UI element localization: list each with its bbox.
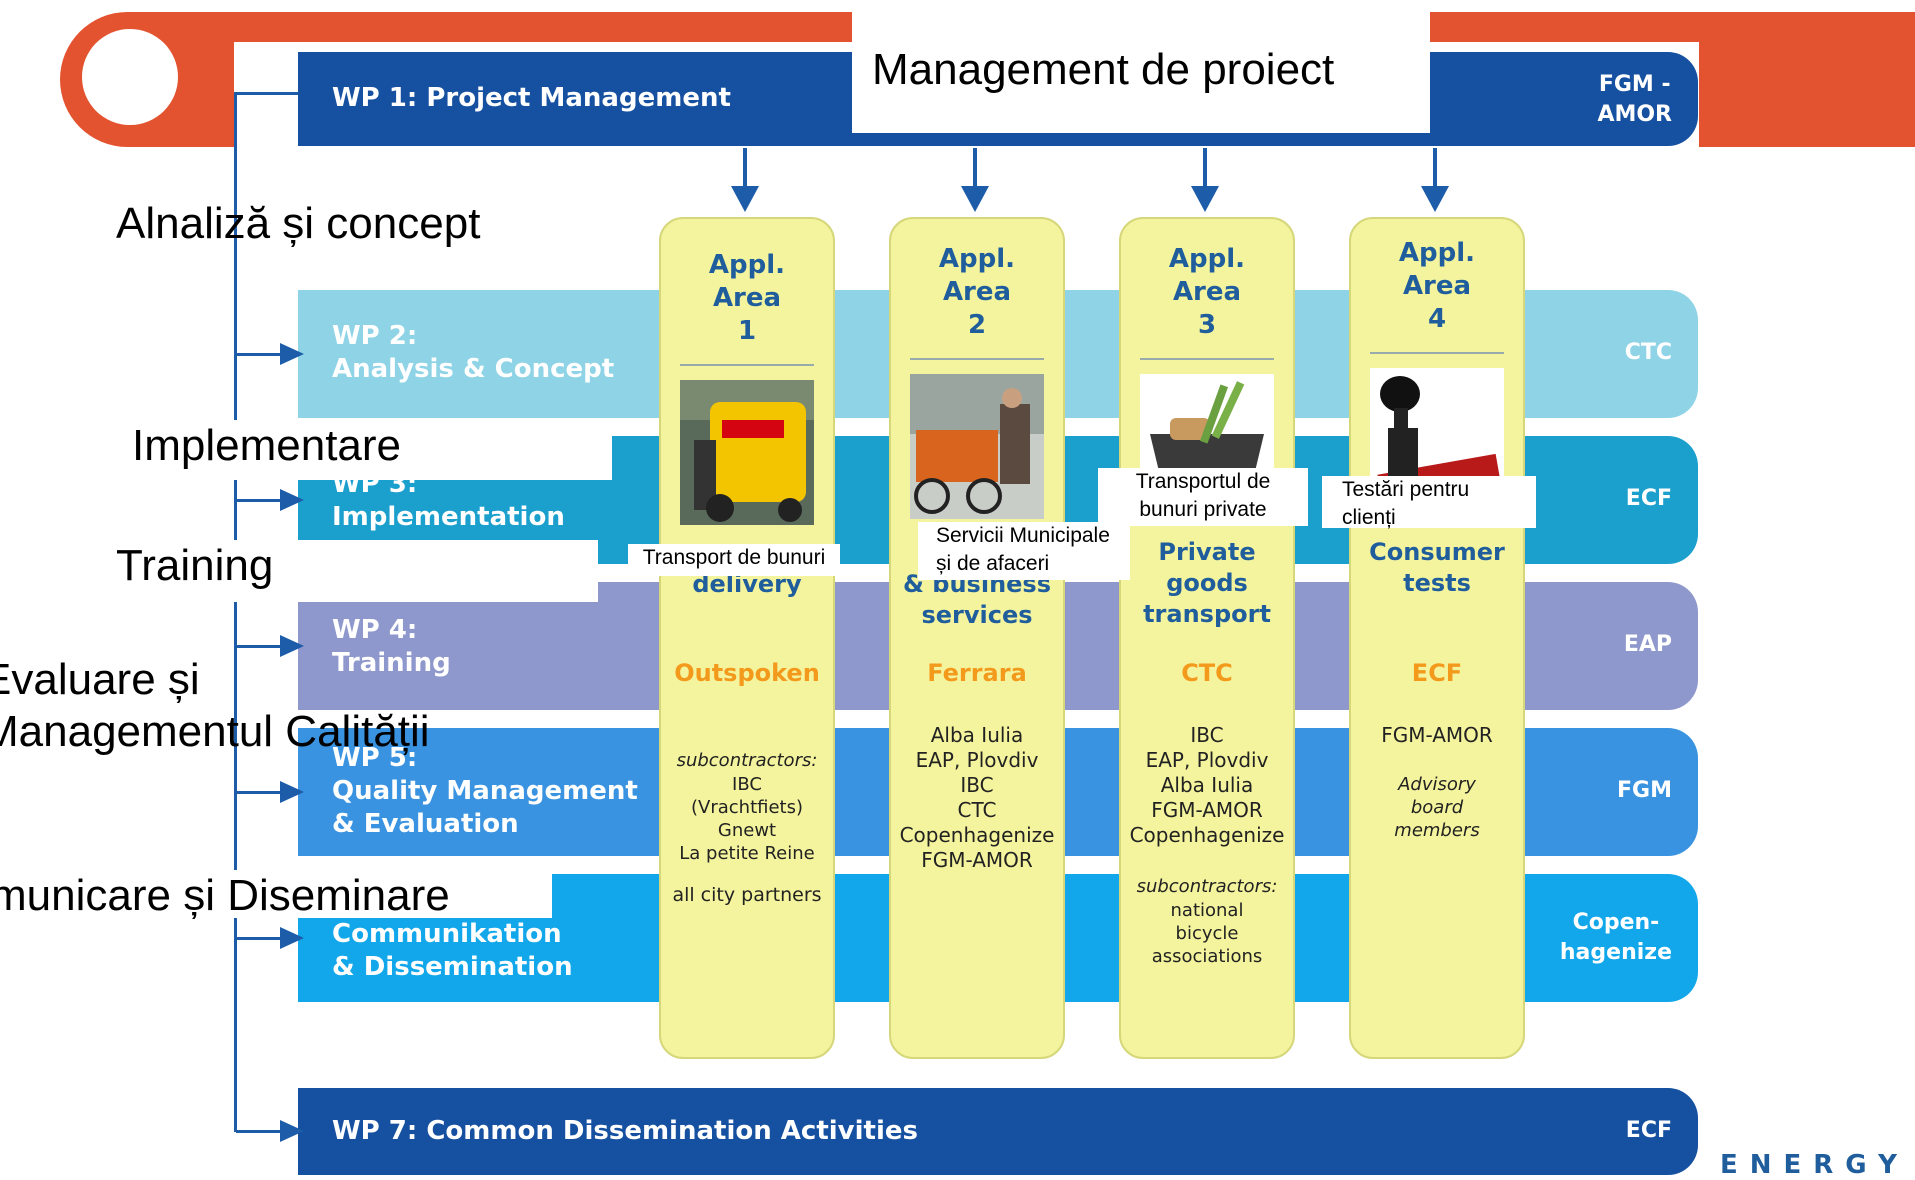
wp4-partner: EAP xyxy=(1623,632,1672,657)
app-area-2-divider xyxy=(910,358,1044,360)
arrow-wp4 xyxy=(236,635,304,657)
app-area-4-title: Appl. Area 4 xyxy=(1398,238,1476,334)
ro-overlay-area1: Transport de bunuri xyxy=(628,544,840,576)
wp3-partner: ECF xyxy=(1625,486,1672,511)
app-area-3-name: Private goods transport xyxy=(1143,538,1271,628)
app-area-1-divider xyxy=(680,364,814,366)
cargo-tricycle-photo xyxy=(910,374,1044,519)
arrow-wp5 xyxy=(236,781,304,803)
arrow-down-area4 xyxy=(1421,148,1449,212)
arrow-wp2 xyxy=(236,343,304,365)
wp2-label: WP 2: Analysis & Concept xyxy=(332,321,615,384)
ro-label-implementation: Implementare xyxy=(106,420,612,480)
ro-label-analysis: Alnaliză și concept xyxy=(116,199,481,248)
app-area-1-lead: Outspoken xyxy=(674,659,820,687)
app-area-1-partners: IBC (Vrachtfiets) Gnewt La petite Reine xyxy=(679,774,815,864)
wp4-label: WP 4: Training xyxy=(332,615,451,678)
ro-overlay-area2: Servicii Municipale și de afaceri xyxy=(918,522,1130,580)
left-connector-line xyxy=(234,92,237,1132)
app-area-2-partners: Alba Iulia EAP, Plovdiv IBC CTC Copenhag… xyxy=(899,723,1055,872)
arrow-wp3 xyxy=(236,489,304,511)
wp5-label: WP 5: Quality Management & Evaluation xyxy=(332,743,638,839)
ro-label-communication: municare și Diseminare xyxy=(0,870,552,920)
app-area-2: Appl. Area 2 & business services Ferrara… xyxy=(889,217,1065,1059)
app-area-4-divider xyxy=(1370,352,1504,354)
wp1-label: WP 1: Project Management xyxy=(332,83,731,113)
wp5-partner: FGM xyxy=(1617,778,1672,803)
arrow-down-area1 xyxy=(731,148,759,212)
wp7-label: WP 7: Common Dissemination Activities xyxy=(332,1116,918,1146)
app-area-3: Appl. Area 3 Private goods transport CTC… xyxy=(1119,217,1295,1059)
wp6-partner: Copen- hagenize xyxy=(1559,910,1672,965)
ro-overlay-area4: Testări pentru clienți xyxy=(1322,476,1536,529)
connector-top-stub xyxy=(234,92,298,95)
wp7-bar: WP 7: Common Dissemination Activities EC… xyxy=(298,1088,1698,1175)
wp7-partner: ECF xyxy=(1625,1118,1672,1143)
arrow-down-area3 xyxy=(1191,148,1219,212)
app-area-3-lead: CTC xyxy=(1181,659,1233,687)
app-area-2-title: Appl. Area 2 xyxy=(938,244,1016,340)
wp2-partner: CTC xyxy=(1624,340,1672,365)
ro-label-quality: Evaluare și Managementul Calității xyxy=(0,655,430,756)
app-area-2-lead: Ferrara xyxy=(927,659,1027,687)
wp6-label: Communikation & Dissemination xyxy=(332,919,573,982)
white-circle-logo xyxy=(82,29,178,125)
dhl-cargo-bike-photo xyxy=(680,380,814,525)
arrow-wp6 xyxy=(236,927,304,949)
app-area-4: Appl. Area 4 Consumer tests ECF FGM-AMOR… xyxy=(1349,217,1525,1059)
ro-overlay-area3: Transportul de bunuri private xyxy=(1098,468,1308,526)
app-area-1-extra: all city partners xyxy=(672,884,822,906)
arrow-down-area2 xyxy=(961,148,989,212)
app-area-3-partners: IBC EAP, Plovdiv Alba Iulia FGM-AMOR Cop… xyxy=(1129,723,1285,847)
app-area-4-partners: FGM-AMOR xyxy=(1381,723,1493,747)
arrow-wp7 xyxy=(236,1120,304,1142)
app-area-4-lead: ECF xyxy=(1411,659,1463,687)
app-area-3-extra: national bicycle associations xyxy=(1151,900,1263,967)
energy-logo-text: ENERGY xyxy=(1720,1150,1909,1180)
app-area-1-title: Appl. Area 1 xyxy=(708,250,786,346)
app-area-3-title: Appl. Area 3 xyxy=(1168,244,1246,340)
app-area-3-divider xyxy=(1140,358,1274,360)
app-area-1: Appl. Area 1 delivery Outspoken subcontr… xyxy=(659,217,835,1059)
wp1-partner: FGM - AMOR xyxy=(1597,72,1672,127)
app-area-1-subcontractors-label: subcontractors: xyxy=(676,750,818,771)
wp3-label: WP 3: Implementation xyxy=(332,469,565,532)
app-area-3-subcontractors-label: subcontractors: xyxy=(1136,876,1278,897)
ro-label-training: Training xyxy=(106,540,598,602)
ro-header-overlay: Management de proiect xyxy=(852,12,1430,133)
app-area-4-advisory-label: Advisory board members xyxy=(1394,774,1480,841)
app-area-4-name: Consumer tests xyxy=(1369,538,1505,597)
